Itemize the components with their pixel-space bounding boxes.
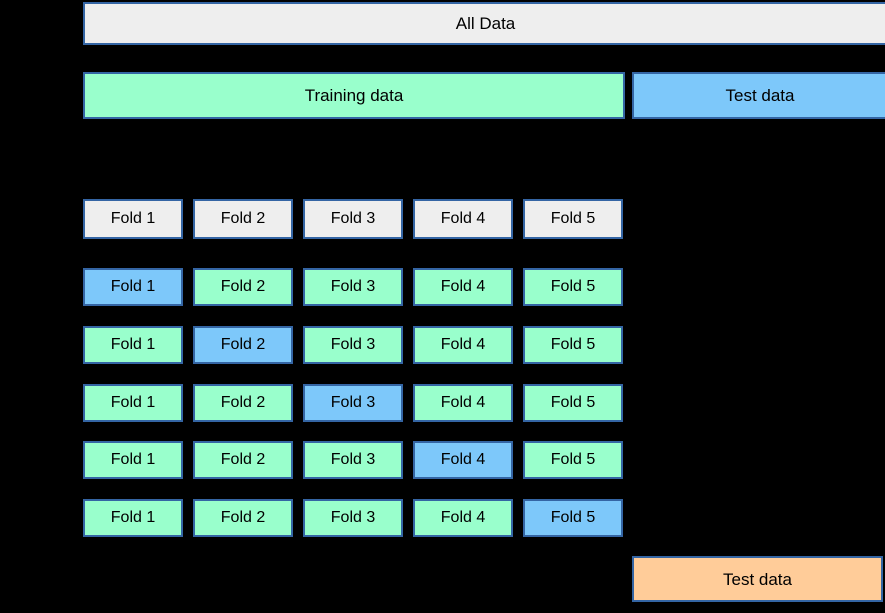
fold-box: Fold 3 — [303, 441, 403, 479]
cv-split-row: Fold 1 Fold 2 Fold 3 Fold 4 Fold 5 — [83, 441, 623, 479]
fold-box: Fold 4 — [413, 326, 513, 364]
fold-box: Fold 4 — [413, 199, 513, 239]
fold-box: Fold 5 — [523, 441, 623, 479]
fold-box: Fold 2 — [193, 441, 293, 479]
fold-box: Fold 2 — [193, 499, 293, 537]
fold-box: Fold 5 — [523, 268, 623, 306]
cv-split-row: Fold 1 Fold 2 Fold 3 Fold 4 Fold 5 — [83, 326, 623, 364]
training-data-label: Training data — [304, 86, 404, 105]
cv-split-row: Fold 1 Fold 2 Fold 3 Fold 4 Fold 5 — [83, 384, 623, 422]
fold-box: Fold 5 — [523, 499, 623, 537]
fold-box: Fold 3 — [303, 499, 403, 537]
fold-box: Fold 1 — [83, 499, 183, 537]
test-data-label: Test data — [725, 86, 795, 105]
final-test-data-label: Test data — [723, 569, 792, 589]
fold-box: Fold 5 — [523, 199, 623, 239]
fold-box: Fold 2 — [193, 199, 293, 239]
fold-box: Fold 2 — [193, 326, 293, 364]
fold-box: Fold 3 — [303, 384, 403, 422]
cv-split-row: Fold 1 Fold 2 Fold 3 Fold 4 Fold 5 — [83, 268, 623, 306]
fold-box: Fold 1 — [83, 326, 183, 364]
fold-box: Fold 4 — [413, 441, 513, 479]
fold-box: Fold 2 — [193, 268, 293, 306]
fold-box: Fold 4 — [413, 499, 513, 537]
test-data-bar: Test data — [632, 72, 885, 119]
fold-box: Fold 1 — [83, 384, 183, 422]
fold-box: Fold 5 — [523, 384, 623, 422]
fold-box: Fold 1 — [83, 441, 183, 479]
fold-box: Fold 4 — [413, 268, 513, 306]
final-test-data-bar: Test data — [632, 556, 883, 602]
fold-box: Fold 5 — [523, 326, 623, 364]
fold-box: Fold 1 — [83, 199, 183, 239]
fold-box: Fold 1 — [83, 268, 183, 306]
all-data-bar: All Data — [83, 2, 885, 45]
all-data-label: All Data — [455, 14, 516, 33]
fold-box: Fold 3 — [303, 326, 403, 364]
fold-box: Fold 3 — [303, 268, 403, 306]
cv-split-row: Fold 1 Fold 2 Fold 3 Fold 4 Fold 5 — [83, 499, 623, 537]
fold-box: Fold 3 — [303, 199, 403, 239]
fold-box: Fold 2 — [193, 384, 293, 422]
training-data-bar: Training data — [83, 72, 625, 119]
fold-box: Fold 4 — [413, 384, 513, 422]
